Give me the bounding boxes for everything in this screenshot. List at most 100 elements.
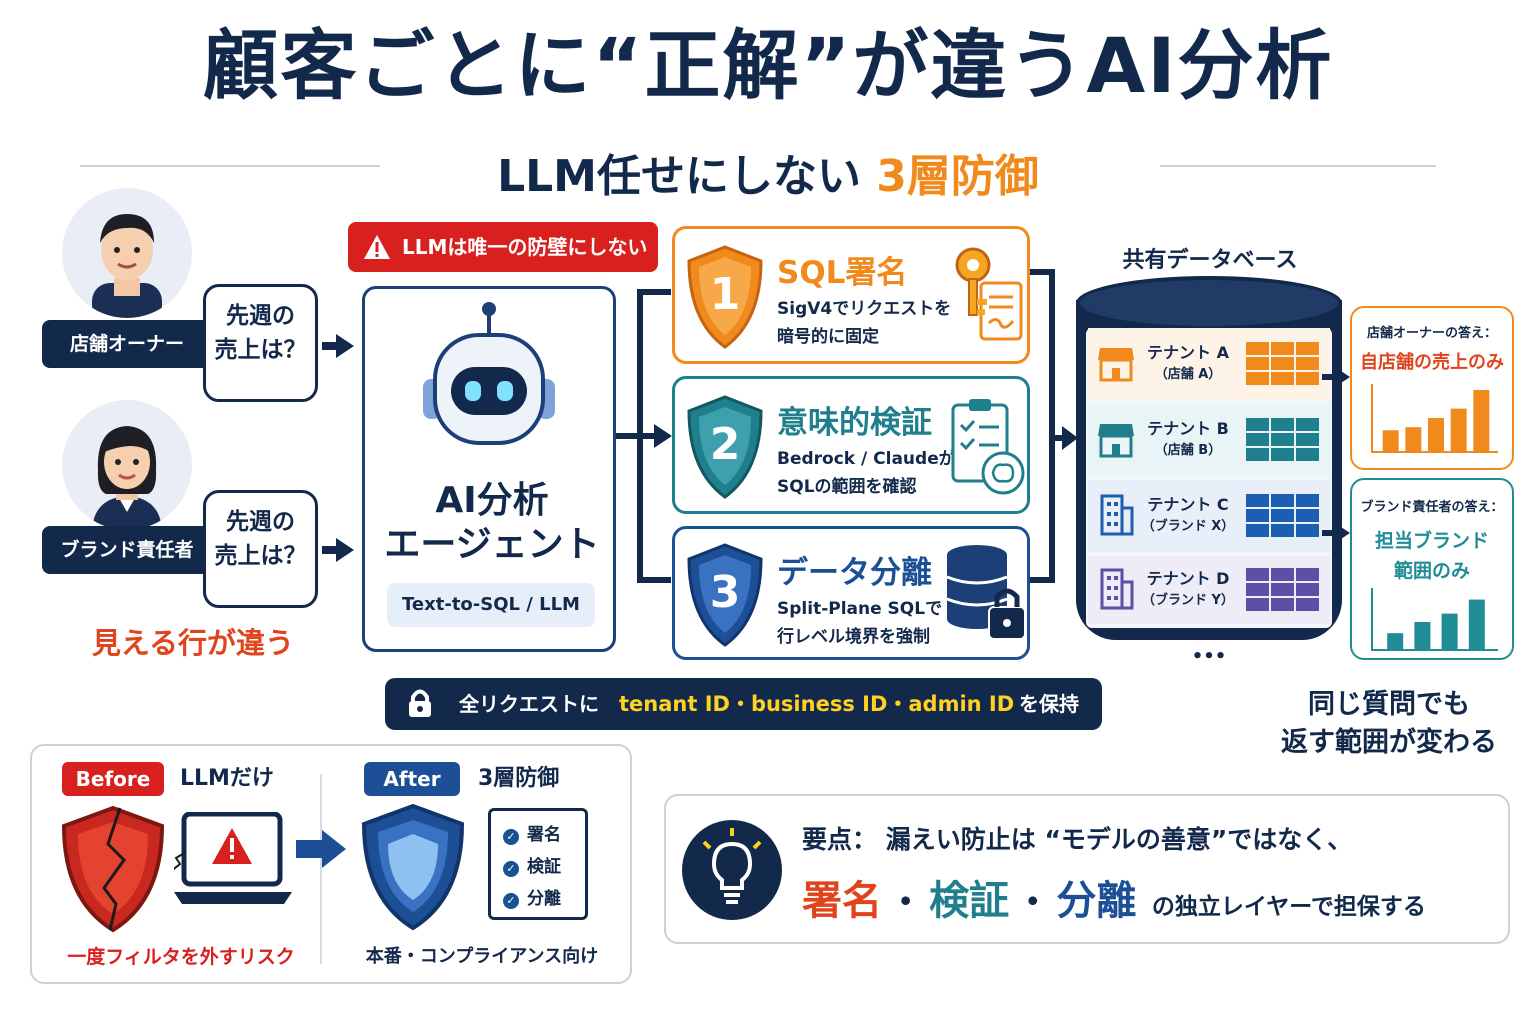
question-line1: 先週の	[226, 509, 295, 535]
grid-cell	[1246, 418, 1269, 431]
building-icon	[1100, 494, 1134, 536]
grid-cell	[1296, 568, 1319, 581]
layer-card-semantic-validation: 2 意味的検証 Bedrock / Claudeが SQLの範囲を確認	[672, 376, 1030, 514]
before-label: LLMだけ	[180, 766, 274, 791]
answer-value: 自店舗の売上のみ	[1360, 352, 1504, 373]
lightbulb-icon	[682, 820, 782, 920]
tenant-data-grid	[1246, 342, 1320, 386]
key-document-icon	[955, 247, 1023, 341]
arrow-shaft	[1322, 374, 1334, 380]
rows-differ-note: 見える行が違う	[91, 626, 295, 660]
layers-to-database-connector	[1030, 269, 1078, 583]
brand-manager-avatar	[62, 400, 192, 530]
grid-cell	[1296, 418, 1319, 431]
layer-desc-line2: 行レベル境界を強制	[777, 627, 930, 647]
key-word-isolation: 分離	[1056, 878, 1137, 924]
grid-cell	[1296, 433, 1319, 446]
grid-cell	[1246, 357, 1269, 370]
grid-cell	[1246, 598, 1269, 611]
tenant-row-c: テナント C （ブランド X）	[1088, 480, 1330, 552]
layer-number: 3	[709, 567, 741, 618]
arrow-shaft	[296, 840, 322, 858]
grid-cell	[1271, 418, 1294, 431]
key-point-panel: 要点： 漏えい防止は “モデルの善意”ではなく、 署名 ・ 検証 ・ 分離 の独…	[664, 794, 1510, 944]
layer-title: 意味的検証	[777, 405, 932, 441]
robot-icon	[423, 302, 555, 445]
tenant-name: テナント B	[1147, 419, 1229, 438]
brand-manager-bar-chart	[1371, 588, 1498, 651]
key-word-separator: ・	[1014, 882, 1051, 923]
chart-bar	[1382, 430, 1399, 452]
grid-cell	[1246, 372, 1269, 385]
grid-cell	[1296, 509, 1319, 522]
store-icon	[1098, 424, 1134, 458]
warning-badge: LLMは唯一の防壁にしない	[348, 222, 658, 272]
question-line1: 先週の	[226, 303, 295, 329]
after-checklist: ✓署名 ✓検証 ✓分離	[488, 808, 588, 920]
tenant-sub: （店舗 B）	[1154, 443, 1222, 458]
layer-desc-line1: Bedrock / Claudeが	[777, 449, 956, 469]
same-question-line1: 同じ質問でも	[1308, 689, 1470, 720]
grid-cell	[1246, 524, 1269, 537]
after-label: 3層防御	[478, 766, 560, 791]
arrow-shaft	[322, 342, 336, 350]
brand-manager-question-bubble: 先週の 売上は？	[203, 490, 318, 608]
question-line2: 売上は？	[214, 543, 307, 569]
grid-cell	[1246, 509, 1269, 522]
tenant-name: テナント C	[1147, 495, 1229, 514]
subtitle-main: LLM任せにしない	[497, 151, 861, 202]
person-icon	[92, 426, 162, 530]
arrow-right-icon	[1332, 365, 1350, 389]
grid-cell	[1271, 448, 1294, 461]
answer-label: 店舗オーナーの答え：	[1366, 326, 1497, 341]
store-owner-answer-card: 店舗オーナーの答え： 自店舗の売上のみ	[1350, 306, 1514, 470]
chart-bar	[1473, 390, 1490, 452]
tenant-data-grid	[1246, 418, 1320, 462]
question-line2: 売上は？	[214, 337, 307, 363]
chart-bar	[1468, 599, 1485, 650]
tenant-name: テナント D	[1146, 569, 1230, 588]
grid-cell	[1271, 494, 1294, 507]
grid-cell	[1271, 583, 1294, 596]
check-icon: ✓	[503, 829, 519, 845]
agent-tech-label: Text-to-SQL / LLM	[387, 583, 595, 627]
banner-suffix: を保持	[1019, 692, 1079, 716]
grid-cell	[1296, 494, 1319, 507]
checklist-item: ✓署名	[503, 819, 561, 851]
key-word-validation: 検証	[929, 878, 1010, 924]
grid-cell	[1246, 494, 1269, 507]
grid-cell	[1296, 583, 1319, 596]
arrow-right-icon	[1332, 521, 1350, 545]
before-badge: Before	[62, 762, 164, 796]
same-question-line2: 返す範囲が変わる	[1281, 727, 1497, 758]
layer-number: 2	[709, 419, 741, 470]
grid-cell	[1271, 568, 1294, 581]
layer-desc-line1: Split-Plane SQLで	[777, 599, 943, 619]
key-word-separator: ・	[887, 882, 924, 923]
shield-3-icon	[687, 543, 763, 647]
arrow-shaft	[322, 546, 336, 554]
before-caption: 一度フィルタを外すリスク	[67, 946, 295, 968]
store-owner-label: 店舗オーナー	[42, 320, 212, 368]
database-lock-icon	[946, 545, 1026, 640]
checklist-item: ✓分離	[503, 883, 561, 915]
chart-bar	[1387, 633, 1404, 650]
grid-cell	[1296, 598, 1319, 611]
layer-card-data-isolation: 3 データ分離 Split-Plane SQLで 行レベル境界を強制	[672, 526, 1030, 660]
grid-cell	[1271, 598, 1294, 611]
store-owner-question-bubble: 先週の 売上は？	[203, 284, 318, 402]
check-icon: ✓	[503, 861, 519, 877]
title-divider-left	[80, 165, 380, 167]
database-more-indicator: •••	[1191, 646, 1227, 667]
after-caption: 本番・コンプライアンス向け	[365, 946, 599, 967]
broken-shield-icon	[61, 805, 165, 933]
grid-cell	[1271, 509, 1294, 522]
tenant-row-b: テナント B （店舗 B）	[1088, 404, 1330, 476]
chart-bar	[1414, 622, 1431, 650]
grid-cell	[1246, 583, 1269, 596]
agent-title-line2: エージェント	[384, 524, 600, 565]
arrow-right-icon	[322, 830, 346, 868]
brand-manager-answer-card: ブランド責任者の答え： 担当ブランド 範囲のみ	[1350, 478, 1514, 660]
shared-database: テナント A （店舗 A） テナント B （店舗 B） テナント C （ブランド…	[1076, 276, 1342, 667]
layer-card-sql-signature: 1 SQL署名 SigV4でリクエストを 暗号的に固定	[672, 226, 1030, 364]
